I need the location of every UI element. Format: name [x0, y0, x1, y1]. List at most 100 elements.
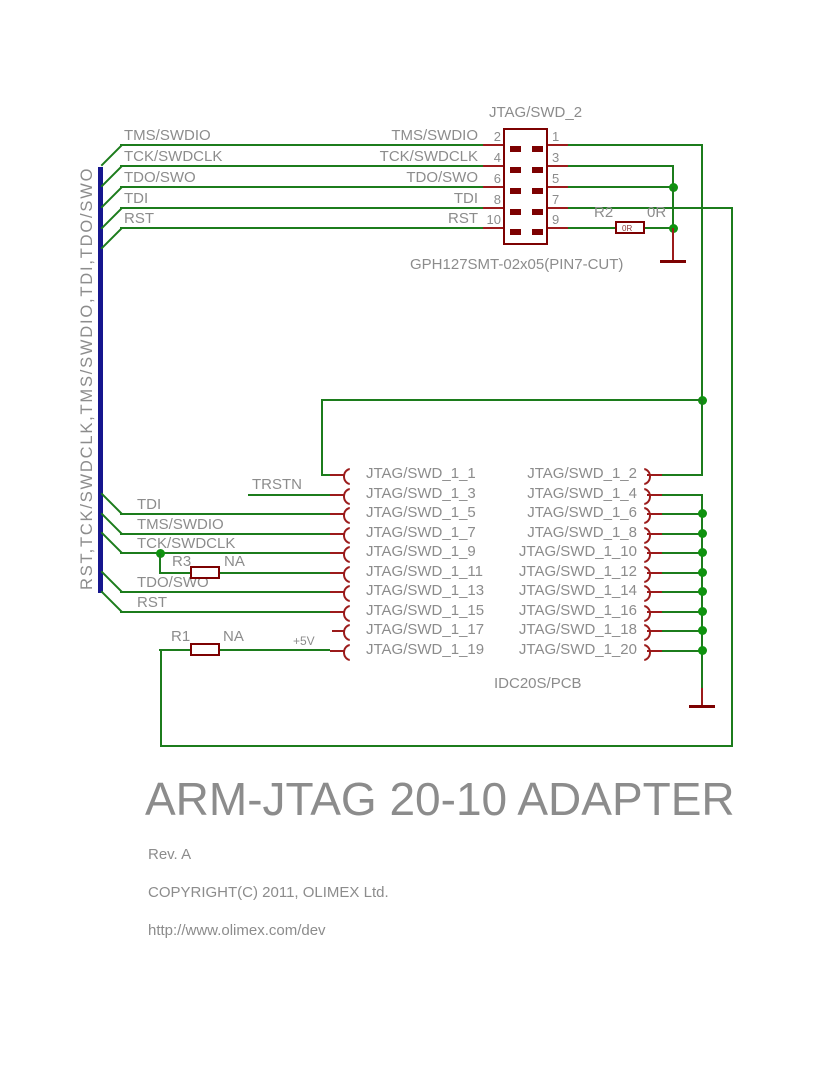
pin-stub: [330, 494, 345, 496]
wire: [662, 611, 702, 613]
junction-dot: [698, 548, 707, 557]
bus-rib: [100, 227, 123, 250]
net-label: TDO/SWO: [406, 169, 478, 186]
pin-socket-icon: [343, 605, 350, 622]
pin-number: 8: [493, 192, 501, 207]
pin-stub: [330, 513, 345, 515]
j1-pin-label: JTAG/SWD_1_5: [366, 504, 476, 521]
pin-stub: [330, 591, 345, 593]
j1-pin-label: JTAG/SWD_1_6: [527, 504, 637, 521]
bus-rib: [100, 186, 123, 209]
pin-stub: [330, 611, 345, 613]
pin-stub: [647, 650, 662, 652]
pin-stub: [330, 552, 345, 554]
pin-stub: [647, 513, 662, 515]
vtref-link-wire: [701, 399, 703, 476]
pin-socket-icon: [343, 585, 350, 602]
pin-socket-icon: [644, 546, 651, 563]
pin-stub: [548, 227, 568, 229]
j1-pin-label: JTAG/SWD_1_12: [518, 563, 637, 580]
pin-socket-icon: [343, 468, 350, 485]
pin-stub: [647, 474, 662, 476]
net-label: TMS/SWDIO: [137, 516, 224, 533]
bus-label: RST,TCK/SWDCLK,TMS/SWDIO,TDI,TDO/SWO: [78, 166, 96, 590]
smd-pad: [510, 146, 521, 152]
pin-socket-icon: [343, 644, 350, 661]
gnd-wire: [672, 187, 674, 229]
pin-number: 5: [552, 171, 560, 186]
pin-socket-icon: [644, 644, 651, 661]
pin-socket-icon: [644, 585, 651, 602]
net-tms-swdio-wire: [120, 144, 483, 146]
vtref-wire: [568, 144, 703, 146]
net-label: TDO/SWO: [124, 169, 196, 186]
j1-pin-label: JTAG/SWD_1_18: [518, 621, 637, 638]
resistor-value: 0R: [647, 204, 667, 221]
pin-socket-icon: [644, 468, 651, 485]
net-label: TDI: [124, 190, 149, 207]
page-title: ARM-JTAG 20-10 ADAPTER: [145, 773, 735, 825]
pin-stub: [483, 207, 503, 209]
wire: [662, 494, 703, 496]
j1-part-name: IDC20S/PCB: [494, 675, 582, 692]
pin-socket-icon: [644, 566, 651, 583]
j2-part-name: GPH127SMT-02x05(PIN7-CUT): [410, 256, 624, 273]
r3-branch-wire: [220, 572, 330, 574]
smd-pad: [510, 167, 521, 173]
pin-socket-icon: [343, 527, 350, 544]
junction-dot: [698, 626, 707, 635]
j2-connector-body: [503, 128, 548, 245]
pin-socket-icon: [343, 507, 350, 524]
pin7-wire: [731, 207, 733, 747]
net-tck-swdclk-wire: [120, 552, 330, 554]
pin-number: 3: [552, 150, 560, 165]
pin-socket-icon: [343, 624, 350, 641]
j1-pin-label: JTAG/SWD_1_8: [527, 524, 637, 541]
pin-number: 7: [552, 192, 560, 207]
net-tdi-wire: [120, 207, 483, 209]
net-tms-swdio-wire: [120, 533, 330, 535]
pin-stub: [647, 533, 662, 535]
j1-pin-label: JTAG/SWD_1_3: [366, 485, 476, 502]
pin-stub: [548, 207, 568, 209]
gnd-wire: [568, 165, 674, 167]
net-label: TCK/SWDCLK: [124, 148, 223, 165]
j1-pin-label: JTAG/SWD_1_4: [527, 485, 637, 502]
r1-feed-wire: [159, 649, 190, 651]
wire: [662, 572, 702, 574]
pin-socket-icon: [343, 566, 350, 583]
junction-dot: [698, 587, 707, 596]
j1-pin-label: JTAG/SWD_1_10: [518, 543, 637, 560]
pin-stub: [330, 533, 345, 535]
net-label: RST: [124, 210, 154, 227]
vtref-link-wire: [321, 474, 333, 476]
rst-wire: [568, 227, 615, 229]
net-rst-wire: [120, 611, 330, 613]
ground-symbol: [660, 260, 686, 263]
net-label: RST: [448, 210, 478, 227]
vtref-link-wire: [321, 399, 323, 476]
j1-pin-label: JTAG/SWD_1_19: [366, 641, 485, 658]
smd-pad: [532, 209, 543, 215]
j1-pin-label: JTAG/SWD_1_1: [366, 465, 476, 482]
copyright-label: COPYRIGHT(C) 2011, OLIMEX Ltd.: [148, 884, 389, 901]
j1-pin-label: JTAG/SWD_1_15: [366, 602, 485, 619]
ground-stub: [672, 228, 674, 261]
pin-stub: [483, 144, 503, 146]
net-rst-wire: [120, 227, 483, 229]
net-label-trstn: TRSTN: [252, 476, 302, 493]
net-tdo-swo-wire: [120, 186, 483, 188]
junction-dot: [698, 509, 707, 518]
bus-rib: [100, 144, 123, 167]
smd-pad: [532, 167, 543, 173]
bus-rib: [100, 570, 123, 593]
r1-feed-wire: [160, 650, 162, 746]
pin-number: 9: [552, 212, 560, 227]
pin-socket-icon: [644, 507, 651, 524]
pin7-wire: [568, 207, 733, 209]
net-tdi-wire: [120, 513, 330, 515]
resistor-ref: R3: [172, 553, 192, 570]
pin-stub: [647, 552, 662, 554]
gnd-wire: [645, 227, 674, 229]
